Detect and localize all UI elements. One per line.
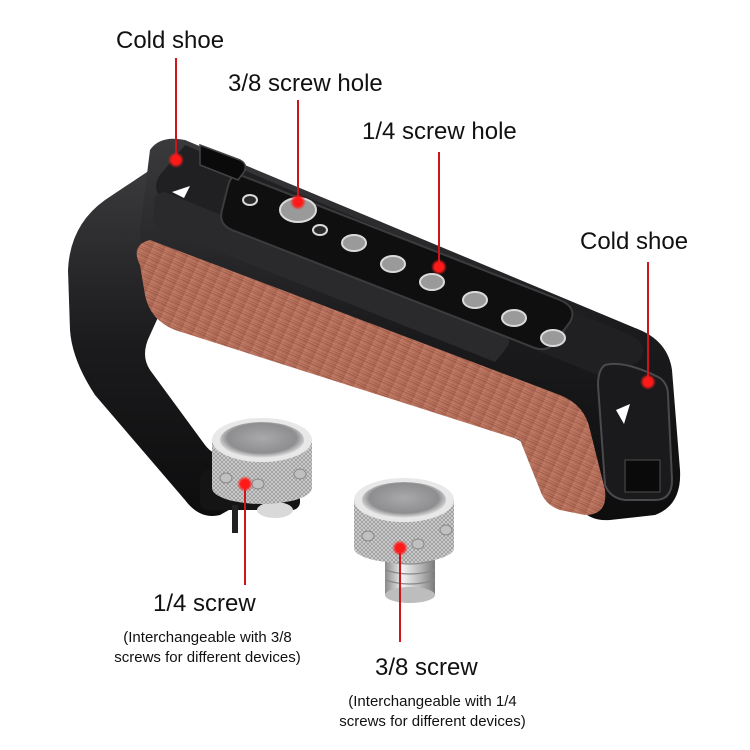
note-screw-3-8: (Interchangeable with 1/4 screws for dif… [325, 692, 540, 732]
label-screw-1-4: 1/4 screw [153, 590, 256, 617]
note-screw-3-8-line1: (Interchangeable with 1/4 [348, 693, 517, 710]
callout-dot-screw-1-4 [237, 476, 253, 492]
note-screw-1-4-line1: (Interchangeable with 3/8 [123, 629, 292, 646]
cold-shoe-right-slot [624, 459, 661, 493]
callout-lines [175, 58, 649, 642]
note-screw-1-4-line2: screws for different devices) [114, 649, 301, 666]
label-screw-3-8: 3/8 screw [375, 654, 478, 681]
label-screw-hole-1-4: 1/4 screw hole [362, 118, 517, 145]
callout-dots [168, 152, 656, 556]
callout-dot-cold-shoe-left [168, 152, 184, 168]
callout-dot-screw-3-8 [392, 540, 408, 556]
label-screw-hole-3-8: 3/8 screw hole [228, 70, 383, 97]
arm-slot [156, 321, 240, 436]
note-screw-3-8-line2: screws for different devices) [339, 713, 526, 730]
screw-3-8-illustration [354, 478, 454, 603]
callout-dot-screw-hole-1-4 [431, 259, 447, 275]
screw-1-4-illustration [212, 418, 312, 504]
note-screw-1-4: (Interchangeable with 3/8 screws for dif… [100, 628, 315, 668]
callout-dot-screw-hole-3-8 [290, 194, 306, 210]
brand-logo-right-icon [616, 404, 630, 424]
cold-shoe-left-slot [199, 143, 247, 181]
label-cold-shoe-right: Cold shoe [580, 228, 689, 255]
wooden-grip [136, 240, 606, 515]
callout-dot-cold-shoe-right [640, 374, 656, 390]
handle-left-arm [68, 170, 300, 516]
label-cold-shoe-left: Cold shoe [116, 27, 225, 54]
screw-holes [242, 194, 566, 347]
brand-logo-left-icon [172, 186, 190, 198]
